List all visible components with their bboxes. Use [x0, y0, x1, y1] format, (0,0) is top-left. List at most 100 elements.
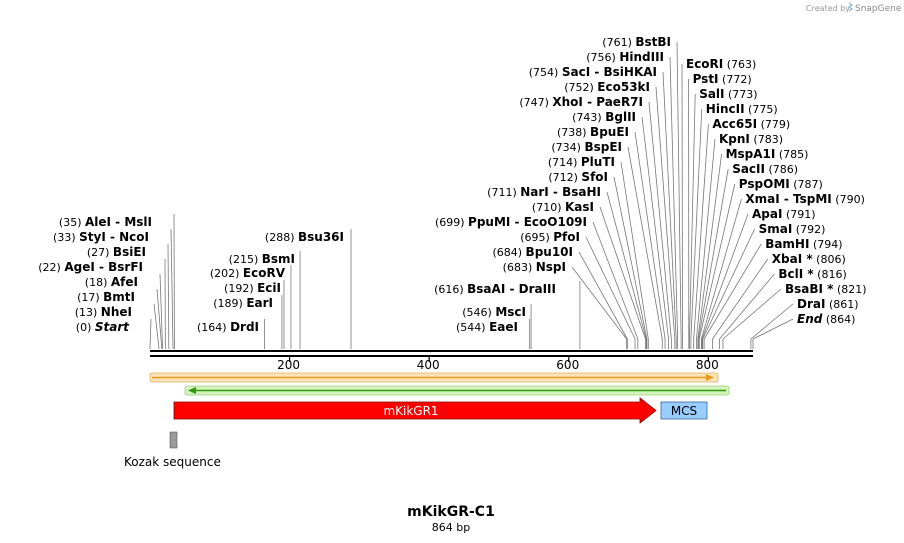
site-position: (699) [435, 216, 468, 229]
site-smai[interactable]: SmaI (792) [759, 222, 826, 236]
site-leader-line [690, 108, 703, 340]
site-ecii[interactable]: (192) EciI [224, 281, 281, 295]
site-label: (747) XhoI - PaeR7I [519, 95, 643, 109]
site-label: BamHI (794) [765, 237, 842, 251]
site-position: (17) [77, 291, 103, 304]
site-xbai[interactable]: XbaI * (806) [772, 252, 846, 266]
site-name: Acc65I [712, 117, 757, 131]
site-pspomi[interactable]: PspOMI (787) [739, 177, 823, 191]
site-label: (712) SfoI [548, 170, 608, 184]
site-msci[interactable]: (546) MscI [462, 305, 526, 319]
created-by-text: Created by [806, 4, 850, 13]
site-hincii[interactable]: HincII (775) [706, 102, 778, 116]
site-alei-msli[interactable]: (35) AleI - MslI [59, 215, 152, 229]
site-nari-bsahi[interactable]: (711) NarI - BsaHI [487, 185, 601, 199]
site-pfoi[interactable]: (695) PfoI [520, 230, 580, 244]
site-apai[interactable]: ApaI (791) [752, 207, 816, 221]
site-afei[interactable]: (18) AfeI [85, 275, 138, 289]
site-position: (785) [775, 148, 808, 161]
site-name: KasI [565, 200, 594, 214]
site-name: XhoI - PaeR7I [552, 95, 643, 109]
site-start[interactable]: (0) Start [76, 320, 130, 334]
site-name: PluTI [581, 155, 615, 169]
site-eaei[interactable]: (544) EaeI [456, 320, 518, 334]
site-sfoi[interactable]: (712) SfoI [548, 170, 608, 184]
site-nspi[interactable]: (683) NspI [503, 260, 566, 274]
site-bsu36i[interactable]: (288) Bsu36I [265, 230, 344, 244]
mkikgr1-label: mKikGR1 [383, 404, 438, 418]
site-xhoi-paer7i[interactable]: (747) XhoI - PaeR7I [519, 95, 643, 109]
site-hindiii[interactable]: (756) HindIII [586, 50, 664, 64]
site-position: (864) [822, 313, 855, 326]
site-bglii[interactable]: (743) BglII [572, 110, 636, 124]
site-bsmi[interactable]: (215) BsmI [229, 252, 295, 266]
site-label: (683) NspI [503, 260, 566, 274]
site-label: (743) BglII [572, 110, 636, 124]
site-mspa1i[interactable]: MspA1I (785) [726, 147, 809, 161]
site-label: (710) KasI [532, 200, 594, 214]
site-acc65i[interactable]: Acc65I (779) [712, 117, 790, 131]
site-drai[interactable]: DraI (861) [797, 297, 859, 311]
mcs-feature[interactable]: MCS [660, 401, 708, 420]
site-bpuei[interactable]: (738) BpuEI [557, 125, 629, 139]
site-psti[interactable]: PstI (772) [693, 72, 752, 86]
kozak-feature[interactable]: Kozak sequence [124, 431, 221, 469]
site-bcli[interactable]: BclI * (816) [778, 267, 846, 281]
site-name: DraI [797, 297, 825, 311]
site-end[interactable]: End (864) [797, 312, 855, 326]
mkikgr1-feature[interactable]: mKikGR1 [173, 397, 657, 424]
site-position: (18) [85, 276, 111, 289]
site-label: BsaBI * (821) [785, 282, 867, 296]
site-name: EciI [257, 281, 281, 295]
site-leader-line [693, 123, 709, 340]
site-bsabi[interactable]: BsaBI * (821) [785, 282, 867, 296]
site-leader-line [606, 191, 647, 340]
site-bsaai-draiii[interactable]: (616) BsaAI - DraIII [434, 282, 556, 296]
site-styi-ncoi[interactable]: (33) StyI - NcoI [53, 230, 149, 244]
site-drdi[interactable]: (164) DrdI [197, 320, 259, 334]
site-name: HincII [706, 102, 745, 116]
site-leader-line [696, 138, 716, 340]
site-label: XbaI * (806) [772, 252, 846, 266]
site-label: PstI (772) [693, 72, 752, 86]
kozak-label: Kozak sequence [124, 455, 221, 469]
site-name: KpnI [719, 132, 750, 146]
site-leader-line [722, 288, 782, 340]
site-position: (13) [75, 306, 101, 319]
site-sali[interactable]: SalI (773) [699, 87, 757, 101]
site-pluti[interactable]: (714) PluTI [548, 155, 615, 169]
site-eari[interactable]: (189) EarI [213, 296, 273, 310]
site-position: (787) [790, 178, 823, 191]
site-nhei[interactable]: (13) NheI [75, 305, 132, 319]
site-name: PspOMI [739, 177, 790, 191]
site-name: EaeI [489, 320, 518, 334]
site-position: (763) [723, 58, 756, 71]
site-label: (202) EcoRV [210, 266, 286, 280]
site-xmai-tspmi[interactable]: XmaI - TspMI (790) [745, 192, 864, 206]
site-position: (714) [548, 156, 581, 169]
site-leader-line [613, 176, 648, 340]
site-eco53ki[interactable]: (752) Eco53kI [564, 80, 650, 94]
site-bstbi[interactable]: (761) BstBI [602, 35, 671, 49]
site-label: (544) EaeI [456, 320, 518, 334]
mcs-label: MCS [671, 404, 697, 418]
site-bsiei[interactable]: (27) BsiEI [87, 245, 146, 259]
site-bpu10i[interactable]: (684) Bpu10I [492, 245, 573, 259]
site-bamhi[interactable]: BamHI (794) [765, 237, 842, 251]
site-bmti[interactable]: (17) BmtI [77, 290, 135, 304]
site-ecori[interactable]: EcoRI (763) [686, 57, 756, 71]
site-label: PspOMI (787) [739, 177, 823, 191]
site-name: BmtI [103, 290, 135, 304]
site-sacii[interactable]: SacII (786) [732, 162, 798, 176]
site-name: SfoI [581, 170, 608, 184]
site-name: BsaBI * [785, 282, 834, 296]
site-kasi[interactable]: (710) KasI [532, 200, 594, 214]
site-kpni[interactable]: KpnI (783) [719, 132, 783, 146]
site-bspei[interactable]: (734) BspEI [551, 140, 622, 154]
site-ecorv[interactable]: (202) EcoRV [210, 266, 286, 280]
site-label: (22) AgeI - BsrFI [38, 260, 143, 274]
restriction-sites: (0) Start(13) NheI(17) BmtI(18) AfeI(22)… [38, 35, 867, 350]
site-ppumi-ecoo109i[interactable]: (699) PpuMI - EcoO109I [435, 215, 587, 229]
site-saci-bsihkai[interactable]: (754) SacI - BsiHKAI [529, 65, 657, 79]
site-agei-bsrfi[interactable]: (22) AgeI - BsrFI [38, 260, 143, 274]
